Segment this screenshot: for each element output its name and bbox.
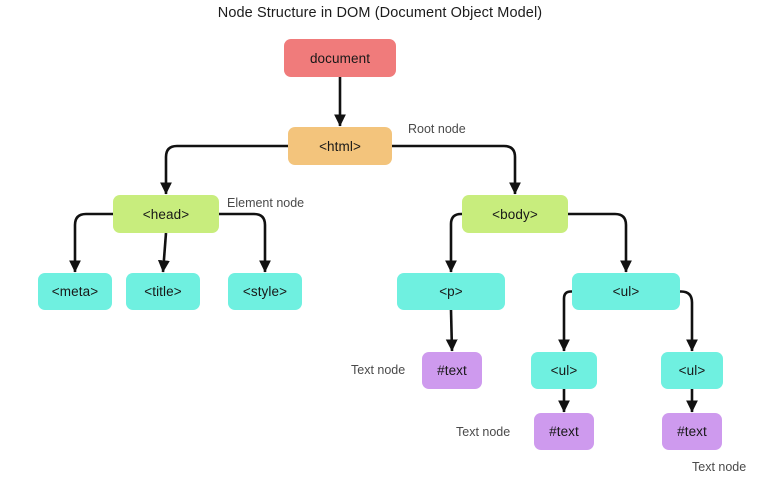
node-style[interactable]: <style> [228,273,302,310]
edge-ul-to-ul-right [679,290,698,352]
node-head[interactable]: <head> [113,195,219,233]
edge-ul-to-ul-left [558,290,573,352]
node-label: <title> [144,284,182,299]
node-document[interactable]: document [284,39,396,77]
edge-head-to-title [157,232,170,273]
edge-body-to-p [445,212,463,273]
edge-body-to-ul [568,212,632,273]
node-label: <body> [492,206,538,222]
node-label: <head> [142,206,190,222]
node-body[interactable]: <body> [462,195,568,233]
node-meta[interactable]: <meta> [38,273,112,310]
node-label: <ul> [550,363,578,378]
node-label: document [309,50,371,66]
edge-head-to-style [219,212,271,273]
edge-html-to-body [392,144,521,195]
node-label: <meta> [51,284,99,299]
node-label: <style> [242,284,288,299]
node-label: <ul> [612,284,640,299]
node-ul-left[interactable]: <ul> [531,352,597,389]
node-label: <p> [439,284,463,299]
node-label: #text [677,424,707,439]
node-ul[interactable]: <ul> [572,273,680,310]
element-node-label: Element node [227,196,305,210]
node-title[interactable]: <title> [126,273,200,310]
node-text-ul-right[interactable]: #text [662,413,722,450]
node-label: #text [549,424,579,439]
node-label: #text [437,363,467,378]
edge-p-to-text-p [445,309,458,352]
node-text-ul-left[interactable]: #text [534,413,594,450]
node-ul-right[interactable]: <ul> [661,352,723,389]
edge-head-to-meta [69,212,113,273]
node-text-p[interactable]: #text [422,352,482,389]
text-node-label-ul-left: Text node [456,425,511,439]
page-title: Node Structure in DOM (Document Object M… [217,5,543,21]
root-node-label: Root node [408,122,466,136]
text-node-label-ul-right: Text node [692,460,747,474]
node-p[interactable]: <p> [397,273,505,310]
node-label: <ul> [678,363,706,378]
text-node-label-p: Text node [351,363,406,377]
node-label: <html> [319,138,361,154]
node-html[interactable]: <html> [288,127,392,165]
edge-html-to-head [160,144,288,195]
